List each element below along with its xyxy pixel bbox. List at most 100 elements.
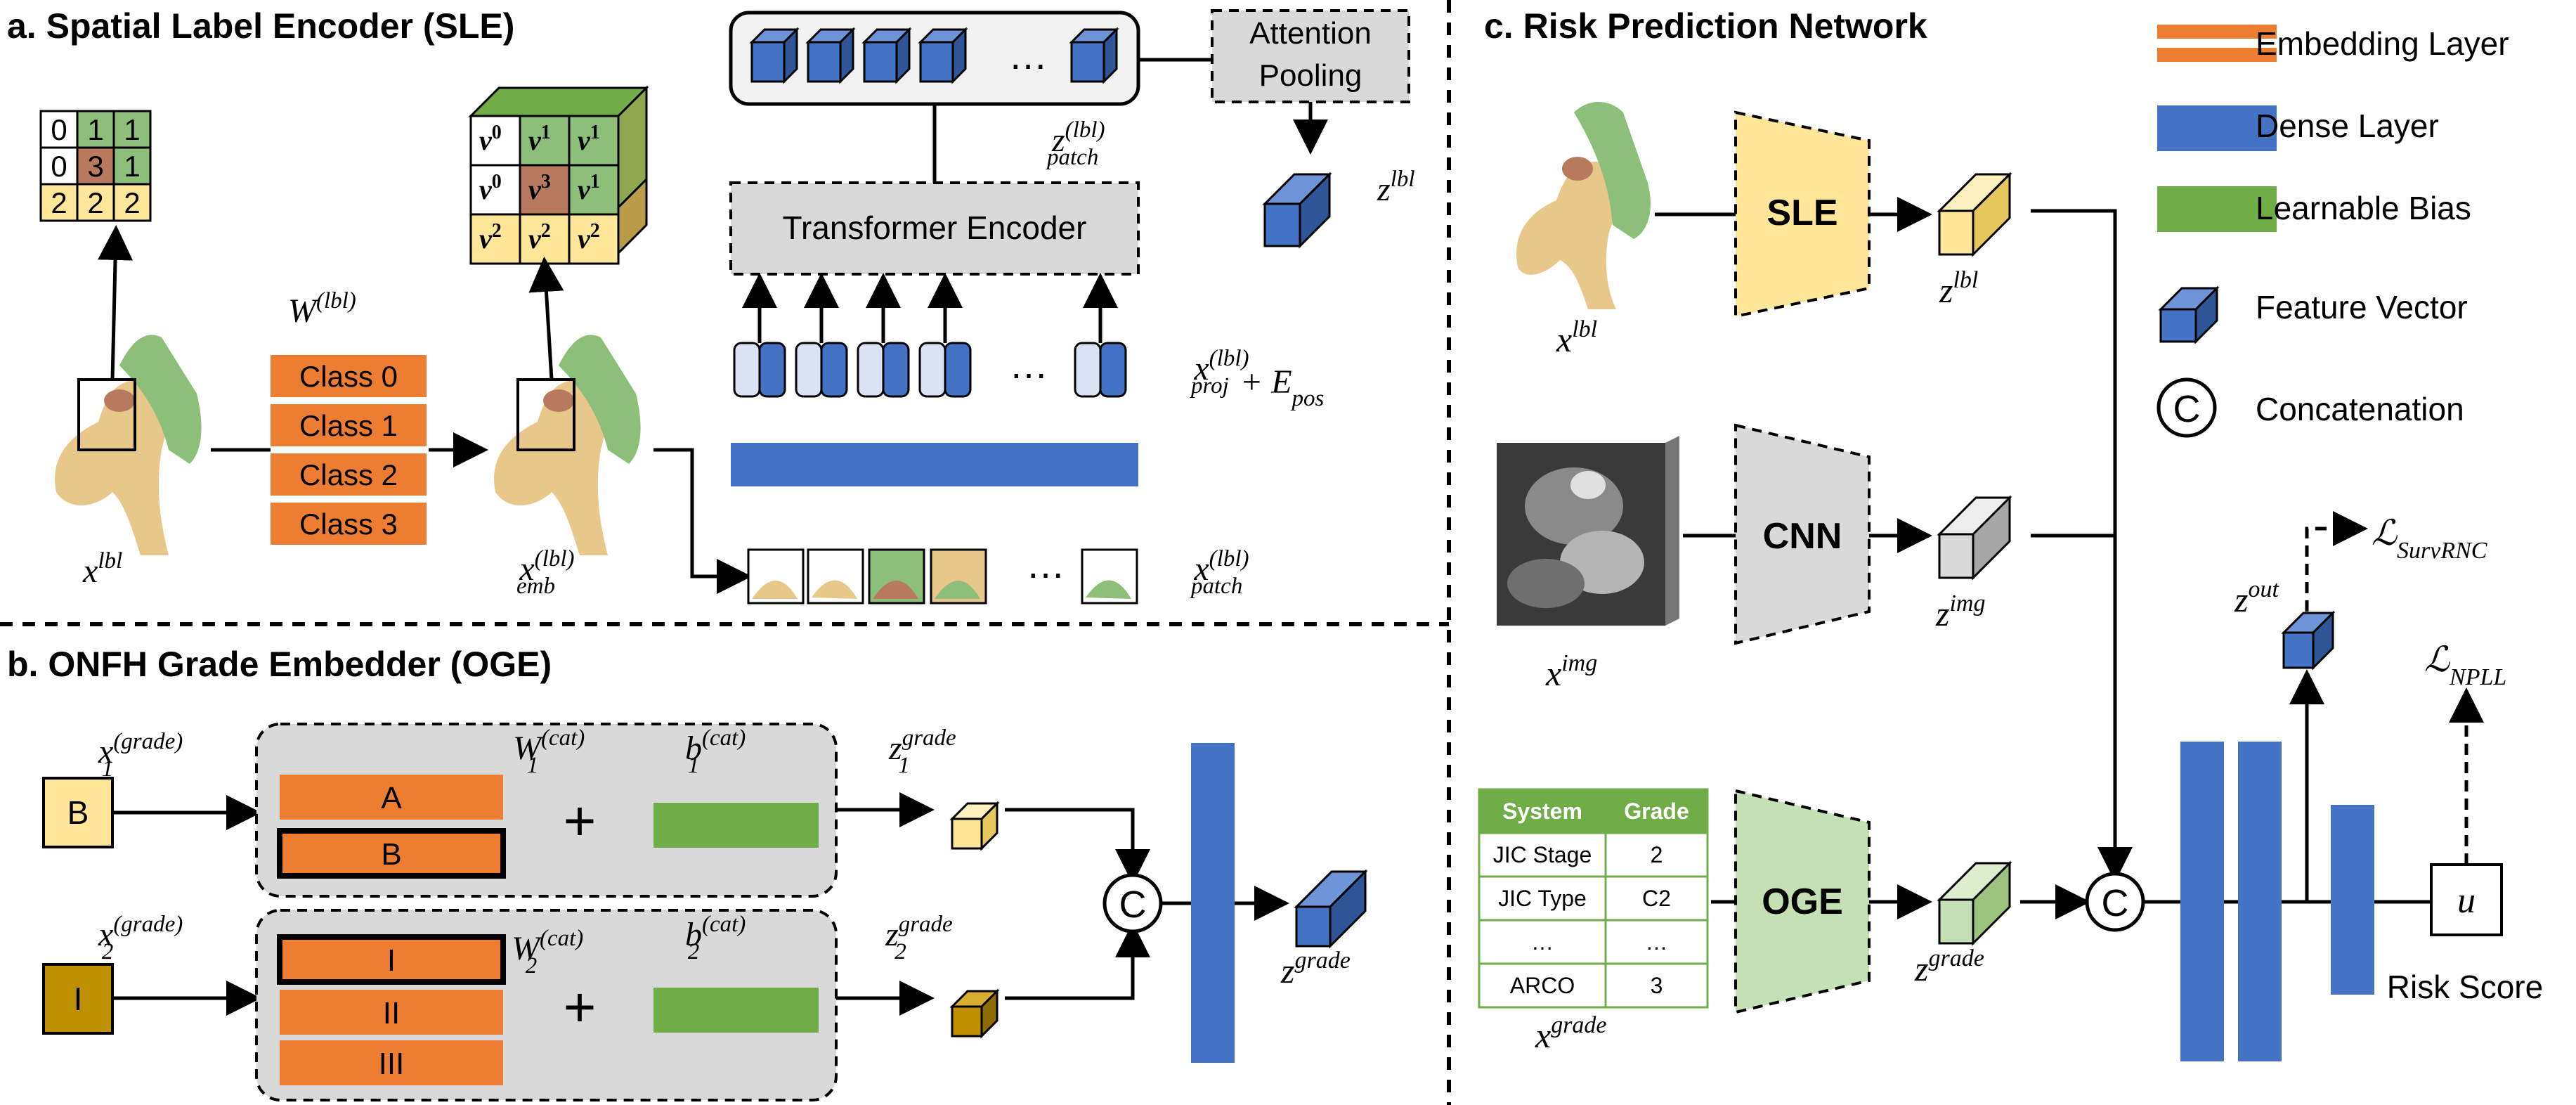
b2-label: b(cat)2: [685, 912, 746, 964]
emb2-row-i-selected: [277, 934, 506, 985]
proj-token: [1099, 342, 1127, 398]
grade-table-header: [1478, 788, 1709, 834]
patch-row: [747, 548, 1138, 605]
z1-cube: [949, 801, 1000, 851]
emb-grid-value: v2: [528, 220, 551, 254]
class-row: [271, 503, 427, 545]
emb-grid-cell: [568, 164, 620, 216]
grid-cell-value: 0: [51, 150, 67, 183]
x-grade-label: xgrade: [1535, 1012, 1607, 1055]
plus-1: +: [564, 789, 597, 852]
pos-token: [857, 342, 885, 398]
dashed-arrow-to-survrnc: [2305, 511, 2368, 612]
grid-cell-value: 1: [87, 113, 103, 146]
oge-dense-layer: [1191, 743, 1235, 1063]
token-ellipsis: …: [1009, 342, 1048, 387]
cnn-trapezoid: [1734, 423, 1871, 645]
emb-grid-value: v1: [528, 122, 551, 156]
legend: Embedding Layer Dense Layer Learnable Bi…: [2157, 25, 2509, 438]
bias-2: [653, 988, 819, 1033]
legend-embedding-swatch-bottom: [2157, 48, 2277, 62]
emb1-a-label: A: [381, 781, 402, 815]
plus-2: +: [564, 976, 597, 1038]
emb-grid-value: v2: [479, 220, 502, 254]
input-b-box: [42, 777, 114, 848]
z-img-cube: [1937, 495, 2012, 581]
legend-dense-label: Dense Layer: [2256, 108, 2439, 144]
patch-content: [935, 581, 980, 599]
emb-grid-value: v3: [528, 171, 551, 205]
legend-embedding-swatch-top: [2157, 25, 2277, 39]
cnn-block-label: CNN: [1763, 516, 1842, 557]
proj-token: [944, 342, 972, 398]
grid-cell-value: 0: [51, 113, 67, 146]
legend-concat-circle: [2157, 377, 2217, 438]
grade-table-cell-value: JIC Stage: [1493, 842, 1592, 867]
grid-cell-value: 2: [124, 186, 140, 219]
input-b-label: B: [67, 794, 89, 831]
attention-pooling-box: [1211, 9, 1410, 103]
x-img-label: ximg: [1545, 650, 1597, 693]
x-emb-label: x(lbl)emb: [516, 546, 575, 599]
grade-table-cell: [1478, 919, 1607, 965]
projection-tokens: [733, 342, 1127, 398]
w2-label: W(cat)2: [512, 926, 583, 978]
z-grade-cube-oge: [1294, 869, 1368, 949]
weight-label: W(lbl): [288, 288, 356, 330]
section-c-title: c. Risk Prediction Network: [1484, 6, 1927, 46]
z-out-label: zout: [2234, 576, 2279, 619]
grid-cell-value: 1: [124, 150, 140, 183]
emb2-ii-label: II: [383, 996, 400, 1030]
emb1-row-a: [280, 775, 503, 820]
legend-embedding-label: Embedding Layer: [2256, 25, 2509, 62]
x-lbl-risk-label: xlbl: [1556, 316, 1597, 359]
patch-ellipsis: …: [1026, 542, 1065, 586]
cube-ellipsis: …: [1008, 33, 1048, 77]
attention-label-1: Attention: [1249, 16, 1372, 51]
legend-concat-symbol: C: [2173, 388, 2201, 430]
bone-illustration-risk: [1516, 102, 1651, 309]
grade-table-cell-value: C2: [1642, 886, 1671, 911]
oge-trapezoid: [1734, 789, 1871, 1014]
x-proj-label: x(lbl)proj+ Epos: [1190, 346, 1324, 411]
class-row: [271, 453, 427, 496]
z-grade-oge-label: zgrade: [1280, 948, 1351, 990]
emb-grid-cell: [568, 213, 620, 265]
class-row: [271, 404, 427, 446]
arrow-to-emb-cube: [528, 257, 564, 380]
loss-survrnc-label: ℒSurvRNC: [2372, 513, 2487, 564]
emb1-row-b-selected: [277, 828, 506, 879]
grade-table-cell-value: …: [1531, 929, 1554, 955]
risk-dense-3: [2331, 805, 2374, 995]
grade-table-cell-value: ARCO: [1510, 973, 1575, 998]
grade-table-cell: [1604, 832, 1709, 878]
emb-grid-value: v2: [578, 220, 600, 254]
emb-grid-value: v0: [479, 171, 502, 205]
attention-label-2: Pooling: [1259, 58, 1362, 93]
bone-illustration-emb: [494, 335, 641, 555]
emb2-row-iii: [280, 1040, 503, 1085]
x2-grade-label: x(grade)2: [98, 912, 183, 964]
proj-token: [758, 342, 786, 398]
class-row-label: Class 3: [299, 508, 398, 541]
grade-table-cell: [1478, 962, 1607, 1009]
class-row-label: Class 0: [299, 360, 398, 393]
z-grade-risk-cube: [1937, 860, 2012, 946]
emb-grid-value: v1: [578, 171, 600, 205]
grid-cell: [112, 146, 152, 186]
z-out-cube: [2281, 610, 2336, 671]
risk-concat-symbol: C: [2102, 882, 2129, 924]
emb-grid-cell: [469, 164, 521, 216]
emb1-b-label: B: [381, 837, 401, 872]
class-row: [271, 355, 427, 397]
transformer-label: Transformer Encoder: [783, 209, 1087, 246]
proj-token: [882, 342, 910, 398]
w1-label: W(cat)1: [513, 725, 585, 778]
legend-dense-swatch: [2157, 105, 2277, 151]
grade-table-cell-value: 2: [1651, 842, 1663, 867]
sle-trapezoid: [1734, 110, 1871, 318]
grid-cell-value: 2: [87, 186, 103, 219]
x1-grade-label: x(grade)1: [98, 729, 183, 782]
